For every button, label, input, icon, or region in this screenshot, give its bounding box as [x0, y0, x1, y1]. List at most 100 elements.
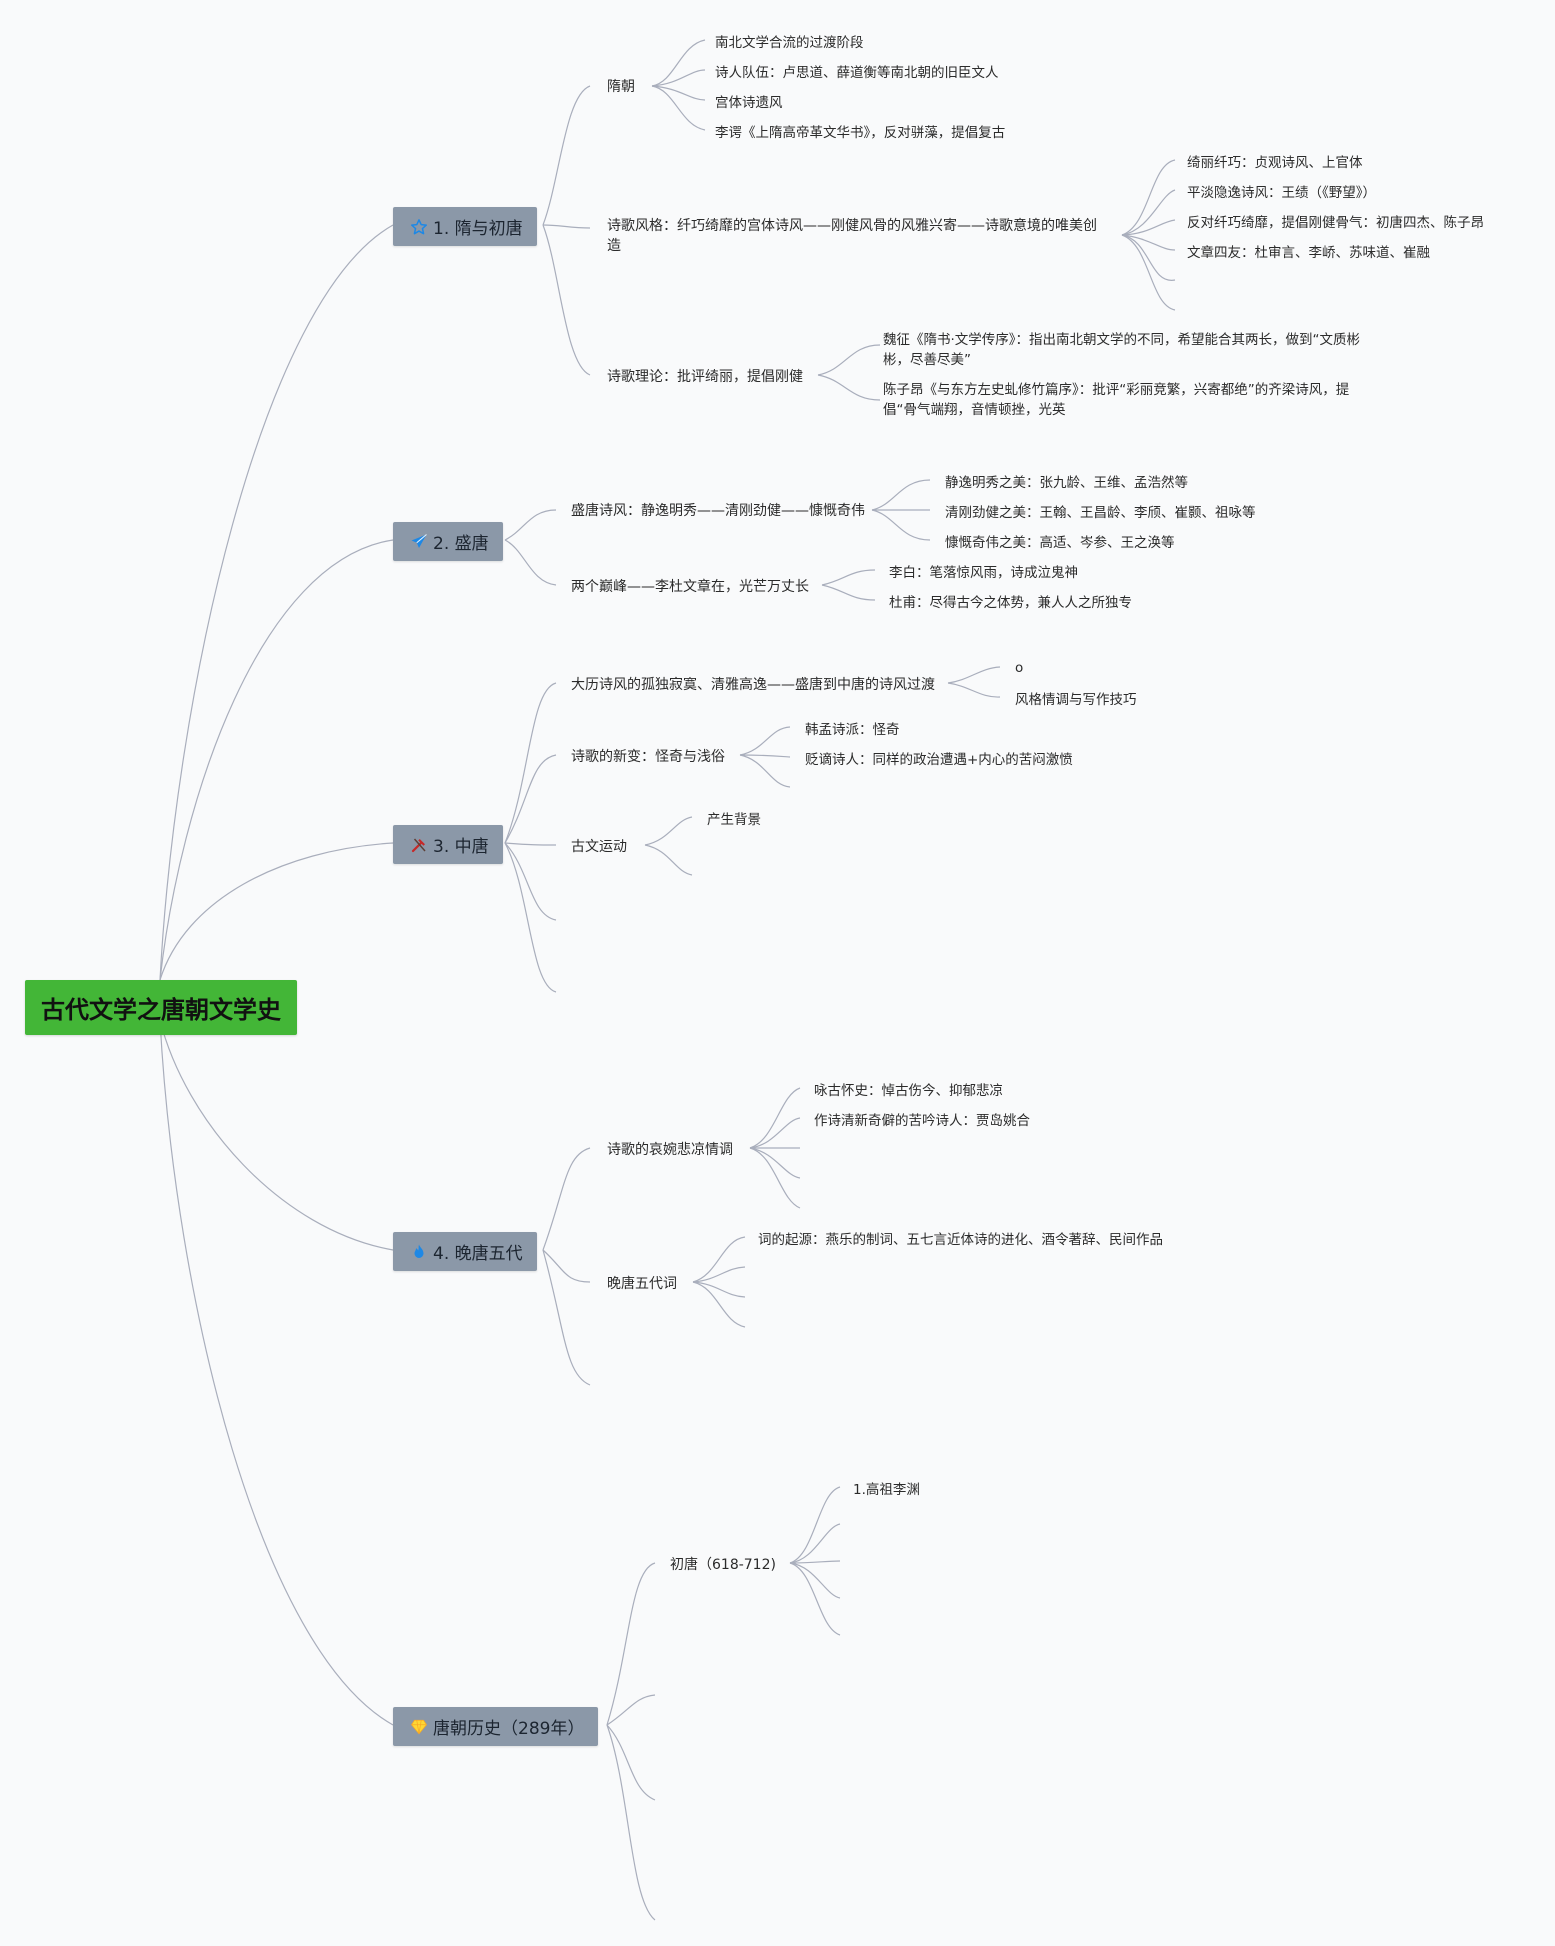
connector [789, 1560, 841, 1564]
connector [1121, 234, 1176, 281]
topic-label: 4. 晚唐五代 [433, 1244, 523, 1264]
subtopic-high-tang-style[interactable]: 盛唐诗风：静逸明秀——清刚劲健——慷慨奇伟 [571, 503, 865, 519]
topic-high-tang[interactable]: 2. 盛唐 [393, 522, 503, 561]
connector [821, 584, 876, 601]
paper-plane-icon [409, 532, 429, 552]
leaf-item[interactable]: o [1015, 660, 1024, 676]
topic-tang-history[interactable]: 唐朝历史（289年） [393, 1707, 599, 1746]
connector [947, 666, 1001, 684]
connector [817, 344, 881, 376]
connector [749, 1117, 801, 1149]
connector [692, 1236, 746, 1283]
leaf-item[interactable]: 韩孟诗派：怪奇 [805, 722, 900, 738]
connector [606, 1724, 656, 1801]
connector [789, 1523, 841, 1564]
connector [947, 682, 1001, 698]
connector [504, 842, 557, 993]
connector [739, 754, 791, 788]
connector [749, 1147, 801, 1179]
leaf-item[interactable]: 1.高祖李渊 [853, 1482, 920, 1498]
leaf-item[interactable]: 清刚劲健之美：王翰、王昌龄、李颀、崔颢、祖咏等 [945, 505, 1256, 521]
subtopic-sui-dynasty[interactable]: 隋朝 [607, 79, 635, 95]
leaf-item[interactable]: 杜甫：尽得古今之体势，兼人人之所独专 [889, 595, 1132, 611]
connector [1121, 159, 1176, 236]
leaf-item[interactable]: 文章四友：杜审言、李峤、苏味道、崔融 [1187, 245, 1430, 261]
connector [651, 85, 706, 101]
connector [159, 539, 394, 981]
connector [542, 224, 591, 229]
tools-icon [409, 835, 429, 855]
connector [159, 1019, 394, 1251]
leaf-item[interactable]: 词的起源：燕乐的制词、五七言近体诗的进化、酒令著辞、民间作品 [758, 1232, 1163, 1248]
leaf-item[interactable]: 反对纤巧绮靡，提倡刚健骨气：初唐四杰、陈子昂 [1187, 215, 1484, 231]
leaf-item[interactable]: 南北文学合流的过渡阶段 [715, 35, 864, 51]
leaf-item[interactable]: 作诗清新奇僻的苦吟诗人：贾岛姚合 [814, 1113, 1030, 1129]
connector [504, 539, 557, 586]
connector [504, 682, 557, 844]
leaf-item[interactable]: 李白：笔落惊风雨，诗成泣鬼神 [889, 565, 1078, 581]
subtopic-dali-style[interactable]: 大历诗风的孤独寂寞、清雅高逸——盛唐到中唐的诗风过渡 [571, 677, 935, 693]
leaf-item[interactable]: 风格情调与写作技巧 [1015, 692, 1137, 708]
connector [749, 1147, 801, 1209]
connector [817, 374, 881, 401]
topic-label: 唐朝历史（289年） [433, 1719, 585, 1739]
leaf-item[interactable]: 宫体诗遗风 [715, 95, 783, 111]
flame-icon [409, 1242, 429, 1262]
connector [542, 85, 591, 226]
connector [739, 726, 791, 756]
connector [542, 224, 591, 376]
connector [692, 1281, 746, 1328]
leaf-item[interactable]: 魏征《隋书·文学传序》：指出南北朝文学的不同，希望能合其两长，做到“文质彬彬，尽… [883, 332, 1361, 368]
topic-label: 2. 盛唐 [433, 534, 489, 554]
connector [606, 1694, 656, 1726]
connector [739, 754, 791, 758]
topic-mid-tang[interactable]: 3. 中唐 [393, 825, 503, 864]
connector [644, 844, 693, 876]
connector [1121, 234, 1176, 311]
connector [606, 1562, 656, 1726]
subtopic-early-tang-period[interactable]: 初唐（618-712) [670, 1557, 776, 1573]
connector [651, 85, 706, 131]
connector [504, 842, 557, 921]
leaf-item[interactable]: 贬谪诗人：同样的政治遭遇+内心的苦闷激愤 [805, 752, 1073, 768]
subtopic-late-tang-ci[interactable]: 晚唐五代词 [607, 1276, 677, 1292]
connector [159, 1019, 394, 1726]
connector [871, 509, 931, 541]
leaf-item[interactable]: 李谔《上隋高帝革文华书》，反对骈藻，提倡复古 [715, 125, 1006, 141]
connector [606, 1724, 656, 1921]
topic-late-tang[interactable]: 4. 晚唐五代 [393, 1232, 537, 1271]
subtopic-classical-prose[interactable]: 古文运动 [571, 839, 627, 855]
leaf-item[interactable]: 咏古怀史：悼古伤今、抑郁悲凉 [814, 1083, 1003, 1099]
connector [789, 1562, 841, 1599]
connector [651, 39, 706, 87]
connector [749, 1087, 801, 1149]
subtopic-new-changes[interactable]: 诗歌的新变：怪奇与浅俗 [571, 749, 725, 765]
leaf-item[interactable]: 平淡隐逸诗风：王绩（《野望》） [1187, 185, 1376, 201]
topic-label: 1. 隋与初唐 [433, 219, 523, 239]
leaf-item[interactable]: 慷慨奇伟之美：高适、岑参、王之涣等 [945, 535, 1175, 551]
connector [504, 509, 557, 541]
connector [1121, 189, 1176, 236]
leaf-item[interactable]: 静逸明秀之美：张九龄、王维、孟浩然等 [945, 475, 1188, 491]
connector [504, 842, 557, 846]
subtopic-poetry-theory[interactable]: 诗歌理论：批评绮丽，提倡刚健 [607, 369, 803, 385]
leaf-item[interactable]: 绮丽纤巧：贞观诗风、上官体 [1187, 155, 1363, 171]
connector [542, 1249, 591, 1386]
topic-label: 3. 中唐 [433, 837, 489, 857]
leaf-item[interactable]: 诗人队伍：卢思道、薛道衡等南北朝的旧臣文人 [715, 65, 999, 81]
subtopic-mournful-tone[interactable]: 诗歌的哀婉悲凉情调 [607, 1142, 733, 1158]
leaf-item[interactable]: 产生背景 [707, 812, 761, 828]
connector [789, 1486, 841, 1564]
connector [821, 569, 876, 586]
subtopic-poetry-style[interactable]: 诗歌风格：纤巧绮靡的宫体诗风——刚健风骨的风雅兴寄——诗歌意境的唯美创造 [607, 218, 1097, 254]
connector [504, 754, 557, 844]
topic-sui-early-tang[interactable]: 1. 隋与初唐 [393, 207, 537, 246]
leaf-item[interactable]: 陈子昂《与东方左史虬修竹篇序》：批评“彩丽竞繁，兴寄都绝”的齐梁诗风，提倡“骨气… [883, 382, 1350, 418]
connector [789, 1562, 841, 1636]
connector [542, 1147, 591, 1251]
connector [159, 224, 394, 981]
subtopic-two-peaks[interactable]: 两个巅峰——李杜文章在，光芒万丈长 [571, 579, 809, 595]
connector [1121, 219, 1176, 236]
root-topic[interactable]: 古代文学之唐朝文学史 [25, 980, 297, 1035]
